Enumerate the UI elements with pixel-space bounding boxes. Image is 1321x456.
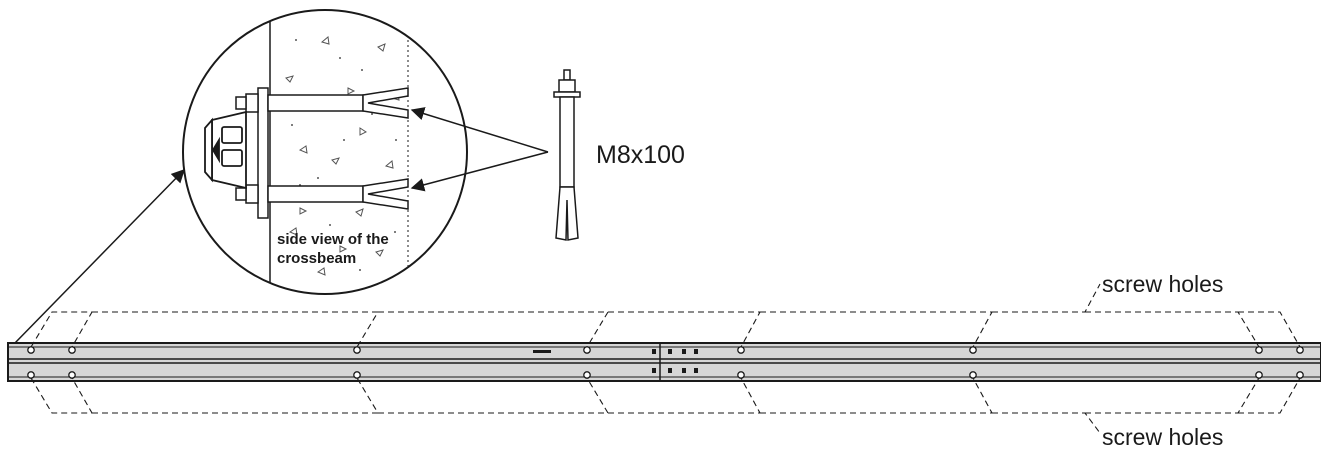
beam-joint-marks bbox=[533, 349, 698, 373]
beam-outline bbox=[7, 342, 1321, 382]
anchor-bolt-m8x100 bbox=[553, 69, 581, 241]
anchor-model-label: M8x100 bbox=[596, 141, 685, 169]
concrete-dots bbox=[291, 39, 397, 271]
screw-holes-bottom-label: screw holes bbox=[1102, 424, 1223, 450]
screw-holes-bottom-row bbox=[27, 371, 1304, 379]
crossbeam-profile bbox=[204, 110, 247, 190]
bolt-nut bbox=[558, 79, 576, 93]
upper-anchor-bolt bbox=[235, 87, 409, 119]
detail-magnifier: side view of the crossbeam bbox=[182, 9, 468, 295]
screw-holes-top-leaders bbox=[30, 283, 1301, 348]
leader-arrow-upper bbox=[410, 107, 549, 153]
bolt-thread-tip bbox=[563, 69, 571, 81]
screw-holes-top-label: screw holes bbox=[1102, 271, 1223, 297]
screw-holes-top-row bbox=[27, 346, 1304, 354]
lower-anchor-bolt bbox=[235, 178, 409, 210]
bolt-expansion-sleeve bbox=[555, 186, 579, 241]
concrete-texture bbox=[285, 36, 400, 276]
crossbeam-front-view bbox=[7, 342, 1321, 382]
bolt-shank bbox=[559, 96, 575, 188]
detail-caption-line1: side view of the bbox=[277, 231, 389, 248]
detail-callout-arrow bbox=[13, 169, 185, 345]
detail-caption-line2: crossbeam bbox=[277, 250, 356, 267]
screw-holes-bottom-leaders bbox=[30, 377, 1301, 434]
leader-arrow-lower bbox=[410, 151, 549, 192]
mounting-plate bbox=[257, 87, 269, 219]
